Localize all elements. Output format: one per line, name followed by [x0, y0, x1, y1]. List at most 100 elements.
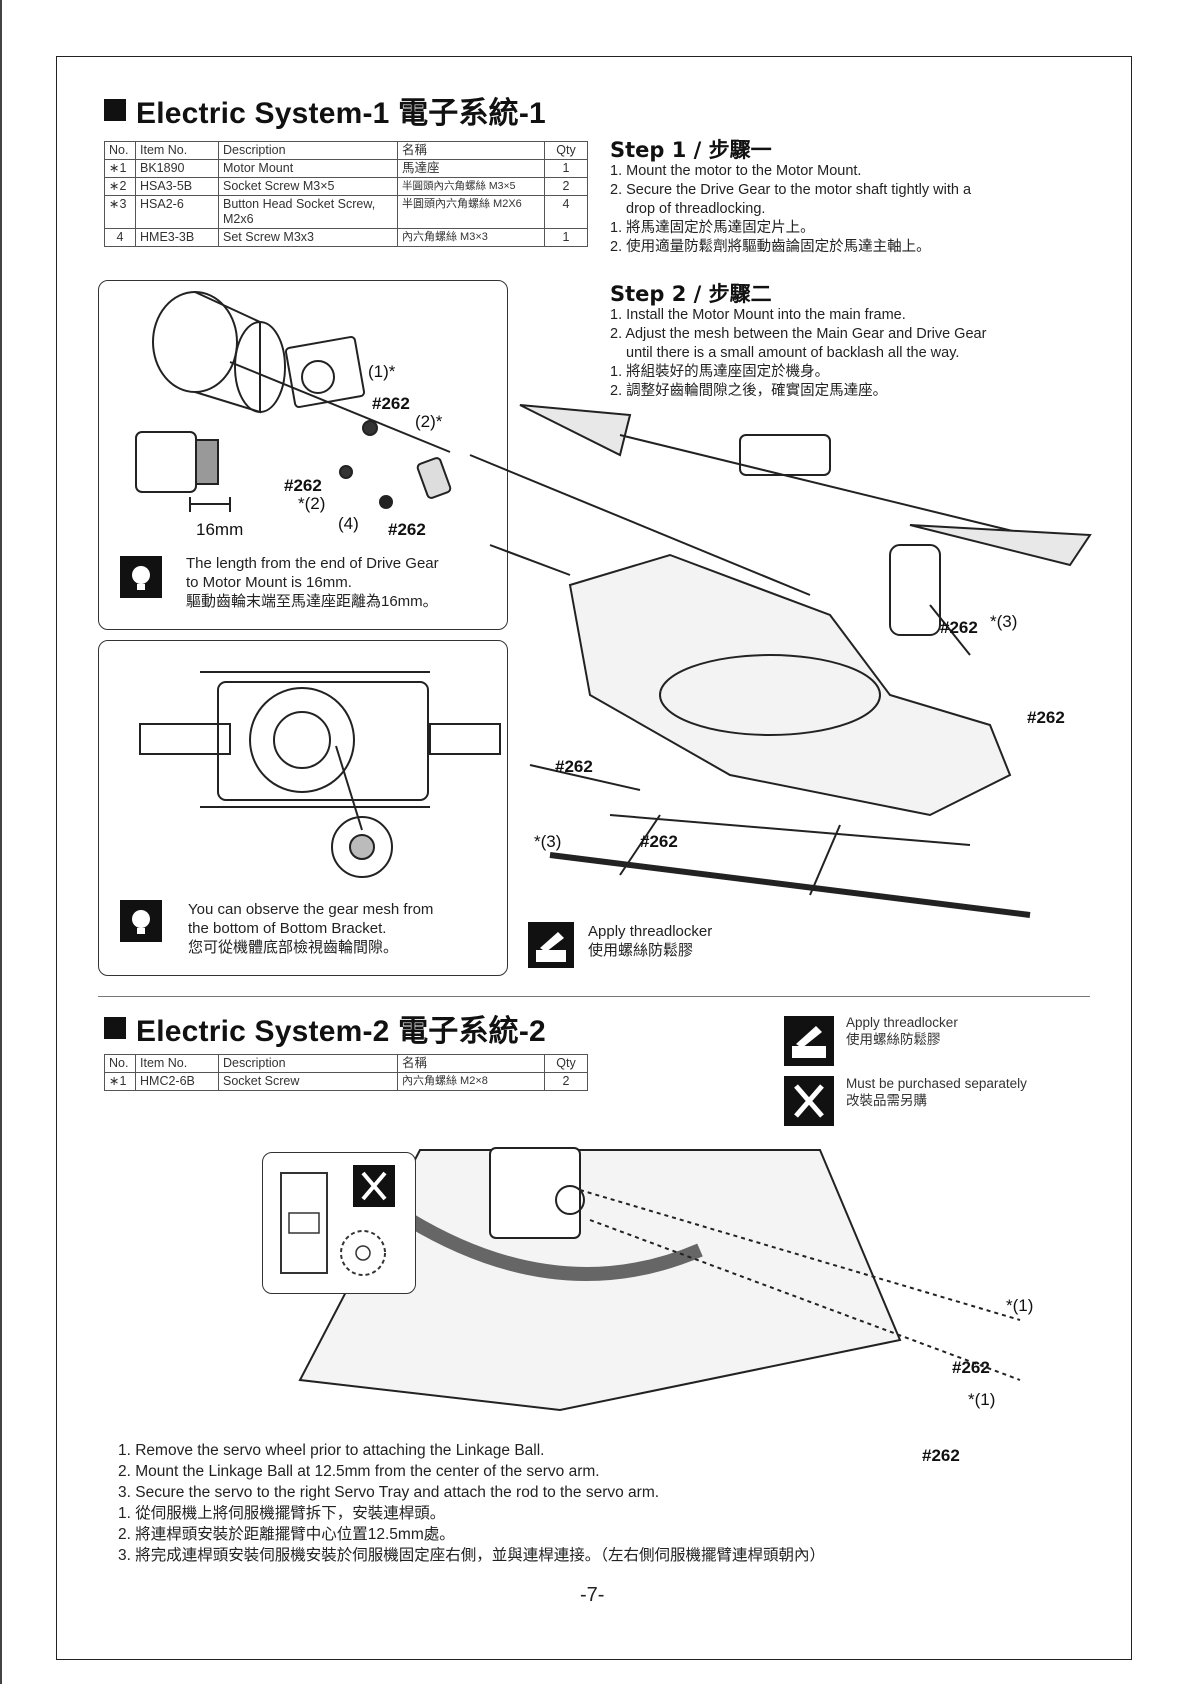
legend-line: 使用螺絲防鬆膠	[846, 1032, 941, 1047]
gear-mesh-zoom-shape	[331, 816, 393, 878]
cell-desc: Socket Screw	[218, 1072, 398, 1091]
main-gear-shape	[249, 687, 355, 793]
cell-qty: 2	[544, 1072, 588, 1091]
cell-no: ∗3	[104, 195, 136, 229]
table-row: ∗2 HSA3-5B Socket Screw M3×5 半圓頭內六角螺絲 M3…	[104, 177, 588, 196]
legend-purchase-text: Must be purchased separately 改裝品需另購	[846, 1075, 1027, 1109]
cell-name: 半圓頭內六角螺絲 M3×5	[397, 177, 545, 196]
section2-title: Electric System-2 電子系統-2	[104, 1006, 546, 1050]
motor-can-shape	[152, 291, 238, 393]
header-no: No.	[104, 1054, 136, 1073]
part3-label: *(3)	[990, 612, 1018, 631]
threadlocker-bottle-icon	[528, 922, 574, 968]
note-line: 3. 將完成連桿頭安裝伺服機安裝於伺服機固定座右側，並與連桿連接。（左右側伺服機…	[118, 1547, 825, 1564]
section1-title: Electric System-1 電子系統-1	[104, 88, 546, 132]
threadlock-262-label: #262	[1027, 708, 1065, 727]
step2-line: until there is a small amount of backlas…	[626, 345, 960, 361]
tip1-text: The length from the end of Drive Gear to…	[186, 554, 439, 611]
step1-line: 1. 將馬達固定於馬達固定片上。	[610, 220, 815, 236]
purchase-separately-x-icon	[353, 1165, 395, 1207]
lightbulb-tip-icon	[120, 900, 162, 942]
side-motor-shape	[135, 431, 197, 493]
table-row: ∗3 HSA2-6 Button Head Socket Screw, M2x6…	[104, 195, 588, 229]
cell-no: ∗1	[104, 1072, 136, 1091]
cell-item: HMC2-6B	[135, 1072, 219, 1091]
threadlock-262-label: #262	[940, 618, 978, 637]
section2-notes: 1. Remove the servo wheel prior to attac…	[118, 1440, 825, 1566]
tip1-line: 驅動齒輪末端至馬達座距離為16mm。	[186, 593, 438, 610]
header-desc: Description	[218, 141, 398, 160]
lightbulb-tip-icon	[120, 556, 162, 598]
legend-line: Apply threadlocker	[846, 1015, 958, 1030]
step1-line: 1. Mount the motor to the Motor Mount.	[610, 163, 862, 179]
page-frame	[56, 56, 1132, 1660]
note-line: 1. 從伺服機上將伺服機擺臂拆下，安裝連桿頭。	[118, 1505, 446, 1522]
note-line: 2. 將連桿頭安裝於距離擺臂中心位置12.5mm處。	[118, 1526, 455, 1543]
note-line: 3. Secure the servo to the right Servo T…	[118, 1484, 660, 1501]
cell-name: 半圓頭內六角螺絲 M2X6	[397, 195, 545, 229]
part1-label: *(1)	[1006, 1296, 1034, 1315]
section2-title-text: Electric System-2 電子系統-2	[136, 1015, 546, 1048]
cell-no: ∗1	[104, 159, 136, 178]
rotor-blade-shape	[519, 404, 632, 457]
apply-line: 使用螺絲防鬆膠	[588, 942, 694, 959]
part3-label: *(3)	[534, 832, 562, 851]
motor-mount-drawing	[135, 291, 452, 512]
step2-line: 2. Adjust the mesh between the Main Gear…	[610, 326, 987, 342]
threadlock-262-label: #262	[372, 394, 410, 413]
legend-line: 改裝品需另購	[846, 1093, 927, 1108]
cell-qty: 1	[544, 228, 588, 247]
threadlock-262-label: #262	[388, 520, 426, 539]
drive-gear-shape	[416, 457, 452, 499]
main-frame-shape	[568, 553, 1012, 817]
title-square-icon	[104, 99, 126, 121]
tip2-line: You can observe the gear mesh from	[188, 901, 434, 918]
part2-label: *(2)	[298, 494, 326, 513]
servo-wheel-inset-drawing	[280, 1172, 386, 1276]
header-item: Item No.	[135, 1054, 219, 1073]
bottom-bracket-drawing	[139, 671, 501, 878]
step1-line: 2. Secure the Drive Gear to the motor sh…	[610, 182, 972, 198]
cell-name: 內六角螺絲 M2×8	[397, 1072, 545, 1091]
cell-name: 內六角螺絲 M3×3	[397, 228, 545, 247]
table-header-row: No. Item No. Description 名稱 Qty	[104, 1054, 588, 1073]
part4-label: (4)	[338, 514, 359, 533]
tip1-line: The length from the end of Drive Gear	[186, 555, 439, 572]
part1-label: (1)*	[368, 362, 396, 381]
step1-line: 2. 使用適量防鬆劑將驅動齒論固定於馬達主軸上。	[610, 239, 931, 255]
header-name: 名稱	[397, 1054, 545, 1073]
step1-line: drop of threadlocking.	[626, 201, 766, 217]
cell-desc: Button Head Socket Screw, M2x6	[218, 195, 398, 229]
table-header-row: No. Item No. Description 名稱 Qty	[104, 141, 588, 160]
section1-title-text: Electric System-1 電子系統-1	[136, 97, 546, 130]
header-name: 名稱	[397, 141, 545, 160]
step2-line: 1. Install the Motor Mount into the main…	[610, 307, 906, 323]
section2-parts-table: No. Item No. Description 名稱 Qty ∗1 HMC2-…	[104, 1054, 588, 1091]
cell-desc: Socket Screw M3×5	[218, 177, 398, 196]
threadlock-262-label: #262	[555, 757, 593, 776]
cell-item: BK1890	[135, 159, 219, 178]
header-qty: Qty	[544, 1054, 588, 1073]
title-square-icon	[104, 1017, 126, 1039]
step1-list: 1. Mount the motor to the Motor Mount. 2…	[610, 162, 971, 257]
tip1-line: to Motor Mount is 16mm.	[186, 574, 352, 591]
bottom-bracket-box	[98, 640, 508, 976]
step1-title: Step 1 / 步驟一	[610, 138, 772, 162]
note-line: 1. Remove the servo wheel prior to attac…	[118, 1442, 545, 1459]
threadlock-262-label: #262	[284, 476, 322, 495]
section1-parts-table: No. Item No. Description 名稱 Qty ∗1 BK189…	[104, 141, 588, 247]
tip2-line: the bottom of Bottom Bracket.	[188, 920, 387, 937]
threadlock-262-label: #262	[952, 1358, 990, 1377]
dimension-16mm-label: 16mm	[196, 520, 244, 539]
cell-qty: 1	[544, 159, 588, 178]
header-qty: Qty	[544, 141, 588, 160]
threadlock-262-label: #262	[640, 832, 678, 851]
step2-line: 2. 調整好齒輪間隙之後，確實固定馬達座。	[610, 383, 888, 399]
tip2-line: 您可從機體底部檢視齒輪間隙。	[188, 939, 399, 956]
header-desc: Description	[218, 1054, 398, 1073]
legend-threadlocker-text: Apply threadlocker 使用螺絲防鬆膠	[846, 1014, 958, 1048]
table-row: ∗1 BK1890 Motor Mount 馬達座 1	[104, 159, 588, 178]
servo-wheel-inset-box	[262, 1152, 416, 1294]
table-row: 4 HME3-3B Set Screw M3x3 內六角螺絲 M3×3 1	[104, 228, 588, 247]
cell-no: 4	[104, 228, 136, 247]
